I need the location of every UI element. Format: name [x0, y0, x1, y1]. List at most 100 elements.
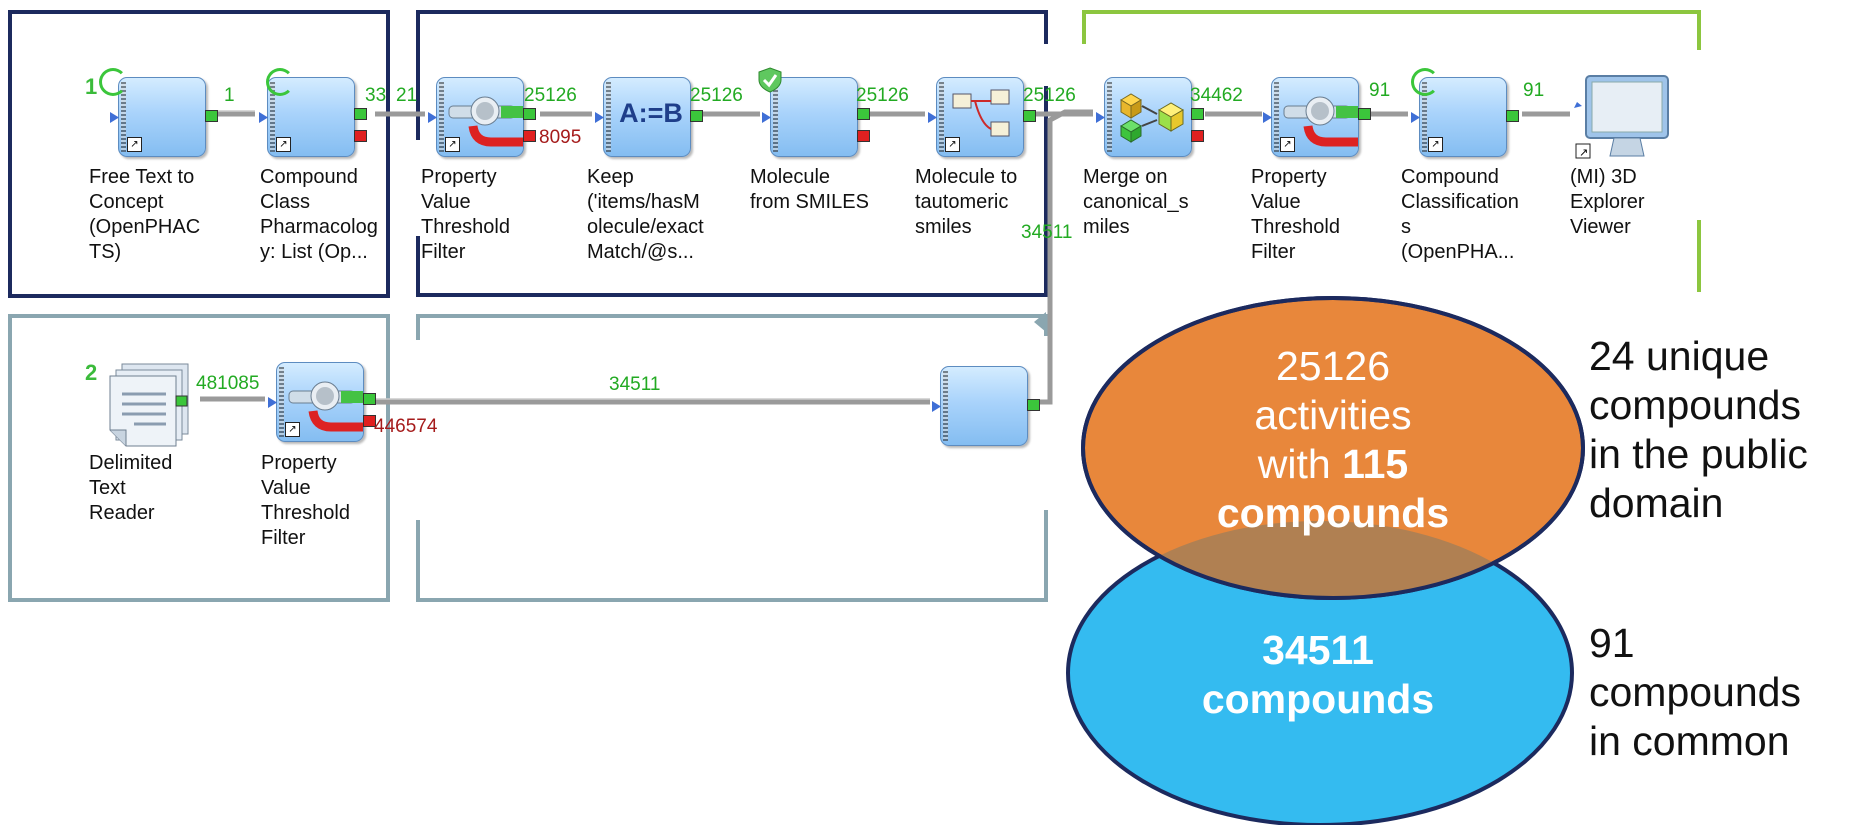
venn-top-line2: activities: [1254, 392, 1412, 438]
node-free-text-to-concept[interactable]: ↗: [110, 77, 218, 157]
monitor-icon[interactable]: ↗: [1574, 72, 1672, 164]
group-box-teal-2: [416, 314, 1048, 602]
input-port[interactable]: [1096, 112, 1105, 123]
node-merge-on-canonical-smiles[interactable]: [1096, 77, 1204, 157]
output-port[interactable]: [1027, 399, 1040, 411]
output-port[interactable]: [523, 130, 536, 142]
input-port[interactable]: [110, 112, 119, 123]
input-port[interactable]: [428, 112, 437, 123]
output-port[interactable]: [1506, 110, 1519, 122]
shortcut-icon: ↗: [445, 137, 460, 152]
node-label: Delimited Text Reader: [89, 452, 173, 524]
output-port[interactable]: [857, 108, 870, 120]
venn-bottom-line2: compounds: [1201, 676, 1435, 722]
node-property-value-threshold-filter-2[interactable]: ↗: [1263, 77, 1371, 157]
group-box-green: [1082, 10, 1701, 292]
node-keep[interactable]: A:=B: [595, 77, 703, 157]
output-port[interactable]: [363, 415, 376, 427]
connection-lines: [200, 109, 1570, 405]
input-port[interactable]: [259, 112, 268, 123]
collapse-arrow-icon[interactable]: [1034, 312, 1046, 332]
node-unlabeled[interactable]: [932, 366, 1040, 446]
input-port[interactable]: [1411, 112, 1420, 123]
output-port[interactable]: [690, 110, 703, 122]
row-count: 25126: [856, 85, 909, 106]
node-molecule-to-tautomeric-smiles[interactable]: ↗: [928, 77, 1036, 157]
input-port[interactable]: [932, 401, 941, 412]
refresh-icon: [1411, 68, 1439, 96]
node-label: Molecule to tautomeric smiles: [915, 166, 1018, 238]
input-port[interactable]: [595, 112, 604, 123]
node-property-value-threshold-filter-1[interactable]: ↗: [428, 77, 536, 157]
venn-top-line4: compounds: [1216, 490, 1450, 536]
node-strip: [279, 367, 284, 437]
output-port[interactable]: [1023, 110, 1036, 122]
shortcut-icon: ↗: [127, 137, 142, 152]
row-count: 25126: [1023, 85, 1076, 106]
threshold-filter-icon: [1283, 96, 1358, 147]
checkmark-icon: [758, 67, 782, 93]
node-label: Compound Classification s (OpenPHA...: [1401, 166, 1519, 263]
node-strip: [1422, 82, 1427, 152]
refresh-icon: [266, 68, 294, 96]
row-count: 34462: [1190, 85, 1243, 106]
row-count: 34511: [1021, 222, 1073, 243]
output-port[interactable]: [354, 130, 367, 142]
input-port[interactable]: [268, 397, 277, 408]
output-port[interactable]: [523, 108, 536, 120]
row-count: 1: [224, 85, 235, 106]
row-count: 34511: [609, 374, 661, 395]
node-label: Merge on canonical_s miles: [1083, 166, 1189, 238]
group-box-teal-1: [8, 314, 390, 602]
input-port[interactable]: [762, 112, 771, 123]
node-index-badge: 2: [85, 360, 98, 385]
assign-icon: A:=B: [619, 98, 683, 128]
subflow-icon: [952, 89, 1010, 137]
output-port[interactable]: [1191, 130, 1204, 142]
venn-bottom-line1: 34511: [1262, 627, 1374, 673]
node-label: (MI) 3D Explorer Viewer: [1570, 166, 1645, 238]
node-label: Property Value Threshold Filter: [261, 452, 350, 549]
node-strip: [606, 82, 611, 152]
shortcut-icon: ↗: [1280, 137, 1295, 152]
venn-top-line3: with 115: [1133, 440, 1533, 489]
row-count: 21: [396, 85, 418, 106]
node-strip: [943, 371, 948, 441]
venn-top-text: 25126 activities with 115 compounds: [1133, 342, 1533, 538]
node-property-value-threshold-filter-3[interactable]: ↗: [268, 362, 376, 442]
shortcut-icon: ↗: [276, 137, 291, 152]
node-label: Keep ('items/hasM olecule/exact Match/@s…: [587, 166, 704, 263]
output-port[interactable]: [857, 130, 870, 142]
threshold-filter-icon: [448, 96, 523, 147]
shortcut-icon: ↗: [945, 137, 960, 152]
venn-top-line3-bold: 115: [1342, 441, 1409, 487]
node-label: Property Value Threshold Filter: [1251, 166, 1340, 263]
venn-top-line3-pre: with: [1257, 441, 1343, 487]
output-port[interactable]: [354, 108, 367, 120]
node-strip: [773, 82, 778, 152]
row-count: 91: [1369, 80, 1391, 101]
annotation-common: 91 compounds in common: [1589, 620, 1801, 764]
input-port[interactable]: [928, 112, 937, 123]
row-count: 91: [1523, 80, 1545, 101]
node-label: Property Value Threshold Filter: [421, 166, 510, 263]
output-port[interactable]: [205, 110, 218, 122]
node-index-badge: 1: [85, 74, 98, 99]
output-port[interactable]: [1191, 108, 1204, 120]
merge-cubes-icon: [1120, 93, 1184, 143]
node-strip: [121, 82, 126, 152]
output-port[interactable]: [363, 393, 376, 405]
venn-bottom-text: 34511 compounds: [1118, 626, 1518, 724]
node-label: Free Text to Concept (OpenPHAC TS): [89, 166, 201, 263]
refresh-icon: [99, 68, 127, 96]
shortcut-icon: ↗: [1428, 137, 1443, 152]
output-port[interactable]: [1358, 108, 1371, 120]
annotation-unique: 24 unique compounds in the public domain: [1589, 333, 1808, 526]
group-box-navy-2: [416, 10, 1048, 297]
node-molecule-from-smiles[interactable]: [762, 77, 870, 157]
group-box-navy-1: [8, 10, 390, 298]
venn-top-line1: 25126: [1275, 343, 1390, 389]
text-file-icon[interactable]: [104, 362, 200, 456]
input-port[interactable]: [1263, 112, 1272, 123]
